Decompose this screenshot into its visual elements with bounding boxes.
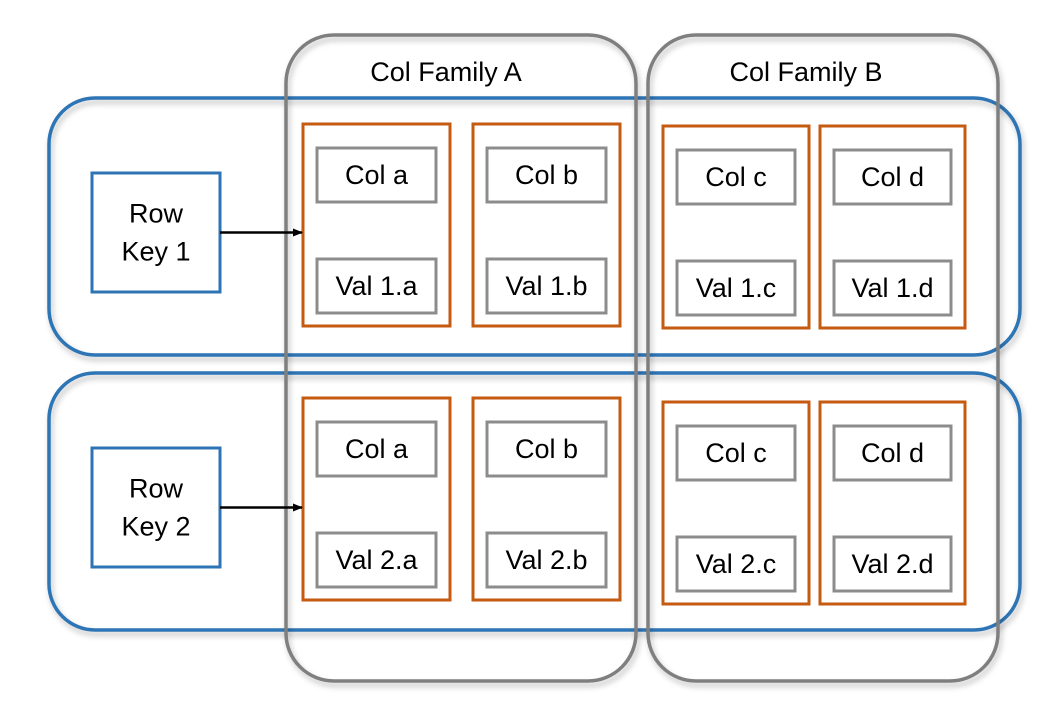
cell-value-box [315,257,438,315]
row-container-1 [47,96,1022,357]
column-family-container-2 [646,33,1000,683]
cell-value-label: Val 2.b [505,545,587,575]
column-name-box [315,420,438,478]
column-name-box [832,148,953,206]
column-name-label: Col c [705,438,767,468]
column-name-label: Col c [705,162,767,192]
column-name-label: Col d [861,162,924,192]
column-family-label: Col Family B [729,57,882,87]
cell-value-label: Val 2.c [696,549,777,579]
column-name-box [485,420,608,478]
cell-value-box [315,531,438,589]
row-key-label-line2: Key 2 [121,512,190,542]
cell-value-label: Val 2.a [335,545,418,575]
column-name-label: Col d [861,438,924,468]
column-name-box [832,424,953,482]
column-family-label: Col Family A [370,57,522,87]
cell-value-box [675,535,797,593]
column-name-label: Col b [515,434,578,464]
cell-value-box [485,531,608,589]
cell-value-box [832,535,953,593]
row-key-label-line1: Row [129,199,184,229]
cell-value-box [832,259,953,317]
column-name-box [675,148,797,206]
column-name-box [315,146,438,204]
column-name-label: Col a [345,434,409,464]
cell-value-label: Val 2.d [851,549,933,579]
column-name-box [485,146,608,204]
column-name-label: Col b [515,160,578,190]
cell-value-label: Val 1.a [335,271,418,301]
cell-value-box [485,257,608,315]
row-key-box [90,446,222,569]
row-container-2 [47,371,1022,632]
column-name-label: Col a [345,160,409,190]
cell-value-box [675,259,797,317]
cell-value-label: Val 1.d [851,273,933,303]
column-family-container-1 [284,33,638,683]
row-key-label-line2: Key 1 [121,237,190,267]
row-key-box [90,171,222,294]
cell-value-label: Val 1.b [505,271,587,301]
cell-value-label: Val 1.c [696,273,777,303]
column-name-box [675,424,797,482]
row-key-label-line1: Row [129,474,184,504]
